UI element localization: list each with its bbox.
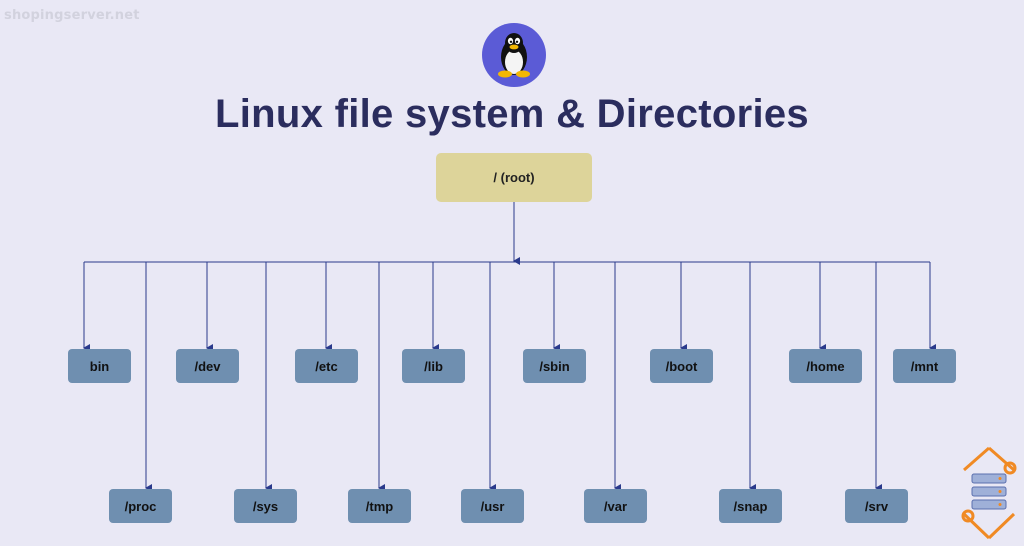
- dir-node-bin: bin: [68, 349, 131, 383]
- dir-node-sbin: /sbin: [523, 349, 586, 383]
- dir-node-var: /var: [584, 489, 647, 523]
- dir-node-dev: /dev: [176, 349, 239, 383]
- page-title: Linux file system & Directories: [215, 92, 809, 136]
- dir-node-boot: /boot: [650, 349, 713, 383]
- server-brand-icon: [961, 446, 1017, 540]
- dir-node-usr: /usr: [461, 489, 524, 523]
- dir-node-etc: /etc: [295, 349, 358, 383]
- root-node: / (root): [436, 153, 592, 202]
- site-watermark: shopingserver.net: [4, 8, 140, 23]
- linux-tux-icon: [482, 23, 546, 87]
- dir-node-snap: /snap: [719, 489, 782, 523]
- dir-node-lib: /lib: [402, 349, 465, 383]
- dir-node-proc: /proc: [109, 489, 172, 523]
- dir-node-mnt: /mnt: [893, 349, 956, 383]
- dir-node-sys: /sys: [234, 489, 297, 523]
- dir-node-home: /home: [789, 349, 862, 383]
- dir-node-tmp: /tmp: [348, 489, 411, 523]
- dir-node-srv: /srv: [845, 489, 908, 523]
